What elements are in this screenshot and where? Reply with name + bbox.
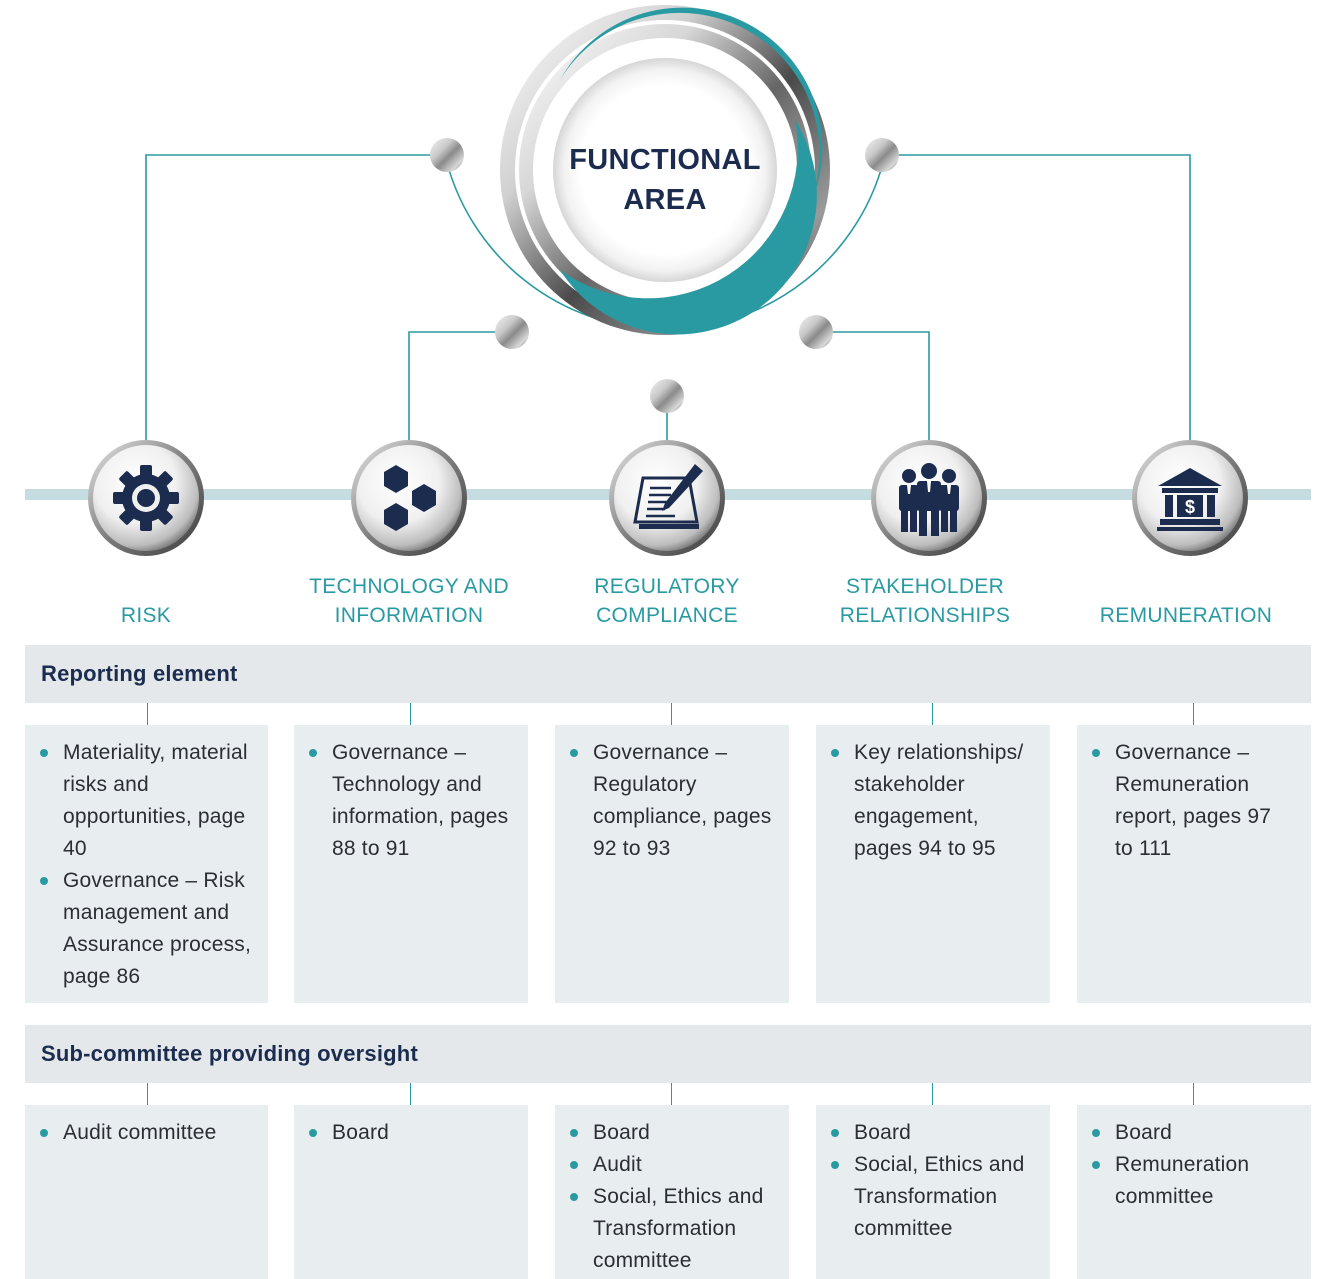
functional-area-diagram: $ (25, 5, 1311, 556)
reporting-box-remuneration: Governance – Remuneration report, pages … (1077, 725, 1311, 1003)
list-item: Board (1091, 1117, 1295, 1149)
connector-stakeholder (818, 331, 930, 450)
oversight-box-risk: Audit committee (25, 1105, 268, 1279)
area-label-line2: REMUNERATION (1099, 604, 1273, 627)
oversight-connector (932, 1083, 933, 1105)
node-bottom (650, 379, 684, 413)
reporting-connector (932, 703, 933, 725)
reporting-connector (410, 703, 411, 725)
list-item: Audit committee (39, 1117, 252, 1149)
reporting-box-risk: Materiality, material risks and opportun… (25, 725, 268, 1003)
area-label-line1 (1076, 572, 1296, 601)
reporting-box-stakeholder: Key relationships/ stakeholder engagemen… (816, 725, 1050, 1003)
oversight-header: Sub-committee providing oversight (25, 1025, 1311, 1083)
list-item: Social, Ethics and Transformation commit… (830, 1149, 1034, 1245)
area-label-line2: COMPLIANCE (596, 604, 738, 627)
oversight-box-remuneration: Board Remuneration committee (1077, 1105, 1311, 1279)
connector-risk (145, 154, 445, 450)
area-label-technology: TECHNOLOGY AND INFORMATION (279, 572, 539, 630)
reporting-connector (1193, 703, 1194, 725)
node-top-left (430, 138, 464, 172)
reporting-box-regulatory: Governance – Regulatory compliance, page… (555, 725, 789, 1003)
area-label-line1 (66, 572, 226, 601)
connector-nodes (430, 138, 899, 413)
oversight-box-stakeholder: Board Social, Ethics and Transformation … (816, 1105, 1050, 1279)
document-pen-icon (609, 440, 725, 556)
area-label-line2: INFORMATION (334, 604, 484, 627)
oversight-connector (671, 1083, 672, 1105)
list-item: Audit (569, 1149, 773, 1181)
oversight-connector (1193, 1083, 1194, 1105)
oversight-box-technology: Board (294, 1105, 528, 1279)
area-label-line2: RISK (120, 604, 172, 627)
icon-discs: $ (88, 440, 1248, 556)
area-label-regulatory: REGULATORY COMPLIANCE (537, 572, 797, 630)
list-item: Social, Ethics and Transformation commit… (569, 1181, 773, 1277)
reporting-connector (147, 703, 148, 725)
connector-technology (408, 331, 510, 450)
list-item: Governance – Regulatory compliance, page… (569, 737, 773, 865)
center-emblem (500, 5, 830, 335)
oversight-box-regulatory: Board Audit Social, Ethics and Transform… (555, 1105, 789, 1279)
list-item: Remuneration committee (1091, 1149, 1295, 1213)
people-icon (871, 440, 987, 556)
connector-remuneration (885, 154, 1191, 450)
list-item: Governance – Remuneration report, pages … (1091, 737, 1295, 865)
area-label-line1: STAKEHOLDER (845, 575, 1005, 598)
oversight-connector (147, 1083, 148, 1105)
gear-icon (88, 440, 204, 556)
area-label-stakeholder: STAKEHOLDER RELATIONSHIPS (795, 572, 1055, 630)
list-item: Materiality, material risks and opportun… (39, 737, 252, 865)
list-item: Key relationships/ stakeholder engagemen… (830, 737, 1034, 865)
area-label-risk: RISK (66, 572, 226, 630)
list-item: Board (308, 1117, 512, 1149)
node-top-right (865, 138, 899, 172)
area-label-line1: REGULATORY (594, 575, 740, 598)
list-item: Governance – Risk management and Assuran… (39, 865, 252, 993)
area-label-remuneration: REMUNERATION (1076, 572, 1296, 630)
reporting-header: Reporting element (25, 645, 1311, 703)
node-mid-left (495, 315, 529, 349)
list-item: Governance – Technology and information,… (308, 737, 512, 865)
hexagons-icon (351, 440, 467, 556)
list-item: Board (569, 1117, 773, 1149)
node-mid-right (799, 315, 833, 349)
center-title-line2: AREA (623, 184, 707, 216)
oversight-connector (410, 1083, 411, 1105)
area-label-line1: TECHNOLOGY AND (309, 575, 509, 598)
center-title-line1: FUNCTIONAL (569, 144, 761, 176)
reporting-connector (671, 703, 672, 725)
list-item: Board (830, 1117, 1034, 1149)
bank-icon: $ (1132, 440, 1248, 556)
svg-text:$: $ (1185, 497, 1195, 517)
area-label-line2: RELATIONSHIPS (839, 604, 1011, 627)
reporting-box-technology: Governance – Technology and information,… (294, 725, 528, 1003)
center-title: FUNCTIONAL AREA (555, 140, 775, 220)
